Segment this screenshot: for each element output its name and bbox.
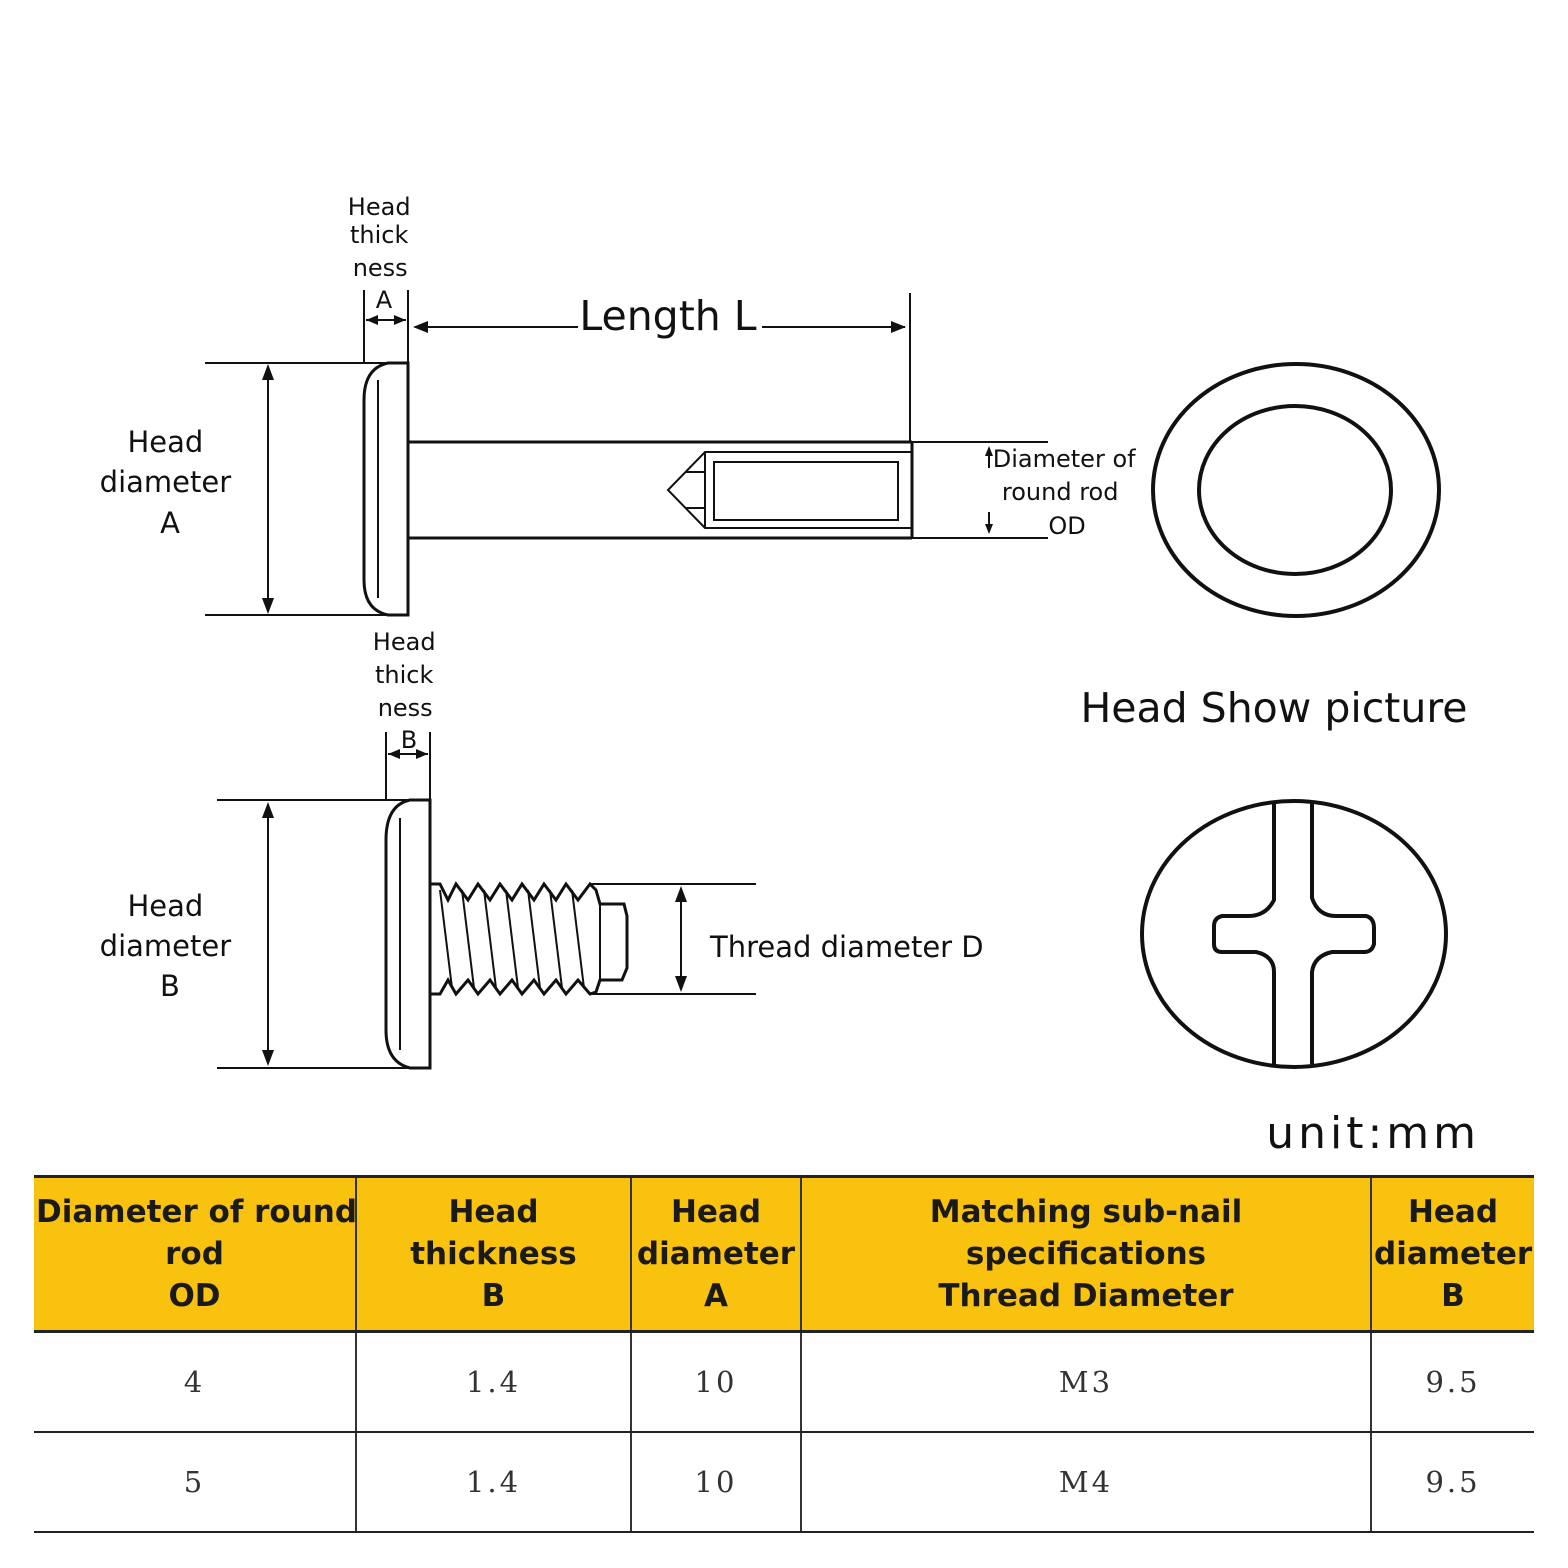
cell-head-thickness-b: 1.4 <box>355 1331 631 1433</box>
unit-label: unit:mm <box>1266 1108 1480 1159</box>
phillips-head-top-view <box>1140 799 1448 1069</box>
top-dimension-lines <box>205 290 1048 616</box>
head-diameter-a-label: Head diameter A <box>100 425 241 540</box>
table-row: 4 1.4 10 M3 9.5 <box>34 1331 1534 1433</box>
cell-head-thickness-b: 1.4 <box>355 1432 631 1533</box>
head-thickness-b-label: Head thick ness B <box>373 628 443 754</box>
cell-head-diameter-b: 9.5 <box>1370 1331 1534 1433</box>
table-row: 5 1.4 10 M4 9.5 <box>34 1432 1534 1533</box>
head-show-picture-label: Head Show picture <box>1080 684 1467 732</box>
barrel-nut-drawing <box>362 361 914 617</box>
length-l-label: Length L <box>579 292 756 340</box>
bottom-dimension-lines <box>217 732 756 1069</box>
round-head-top-view <box>1151 362 1441 618</box>
thread-diameter-d-label: Thread diameter D <box>709 930 984 964</box>
cell-rod-od: 5 <box>34 1432 356 1533</box>
threaded-screw-drawing <box>384 798 629 1070</box>
cell-head-diameter-a: 10 <box>630 1331 801 1433</box>
head-diameter-b-label: Head diameter B <box>100 889 241 1003</box>
cell-head-diameter-b: 9.5 <box>1370 1432 1534 1533</box>
rod-od-label: Diameter of round rod OD <box>993 445 1143 540</box>
cell-rod-od: 4 <box>34 1331 356 1433</box>
cell-thread-diameter: M3 <box>800 1331 1371 1433</box>
head-thickness-a-label: Head thick ness A <box>348 193 418 314</box>
cell-thread-diameter: M4 <box>800 1432 1371 1533</box>
cell-head-diameter-a: 10 <box>630 1432 801 1533</box>
